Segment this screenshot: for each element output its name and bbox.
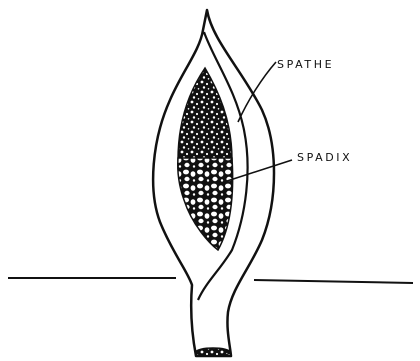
spathe-label: SPATHE [277, 58, 334, 71]
spadix-label: SPADIX [297, 151, 352, 164]
ground-line-right [254, 280, 413, 283]
stalk-cut-end [196, 348, 230, 356]
